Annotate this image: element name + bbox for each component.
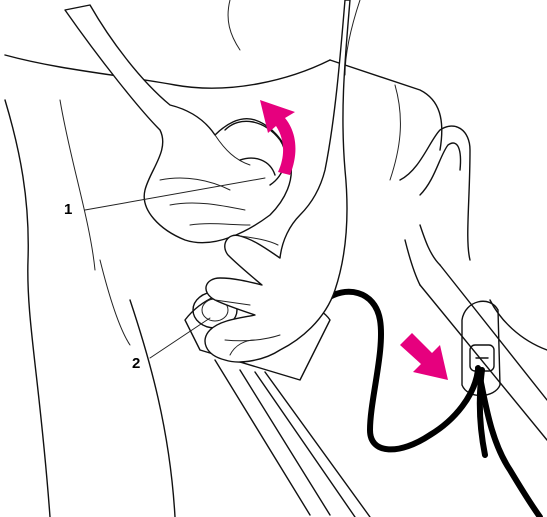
torso-outline: [5, 0, 442, 517]
power-cable: [325, 292, 540, 517]
callout-label-2: 2: [132, 355, 140, 372]
diagonal-arrow-icon: [400, 333, 448, 380]
callout-label-1: 1: [64, 201, 72, 218]
